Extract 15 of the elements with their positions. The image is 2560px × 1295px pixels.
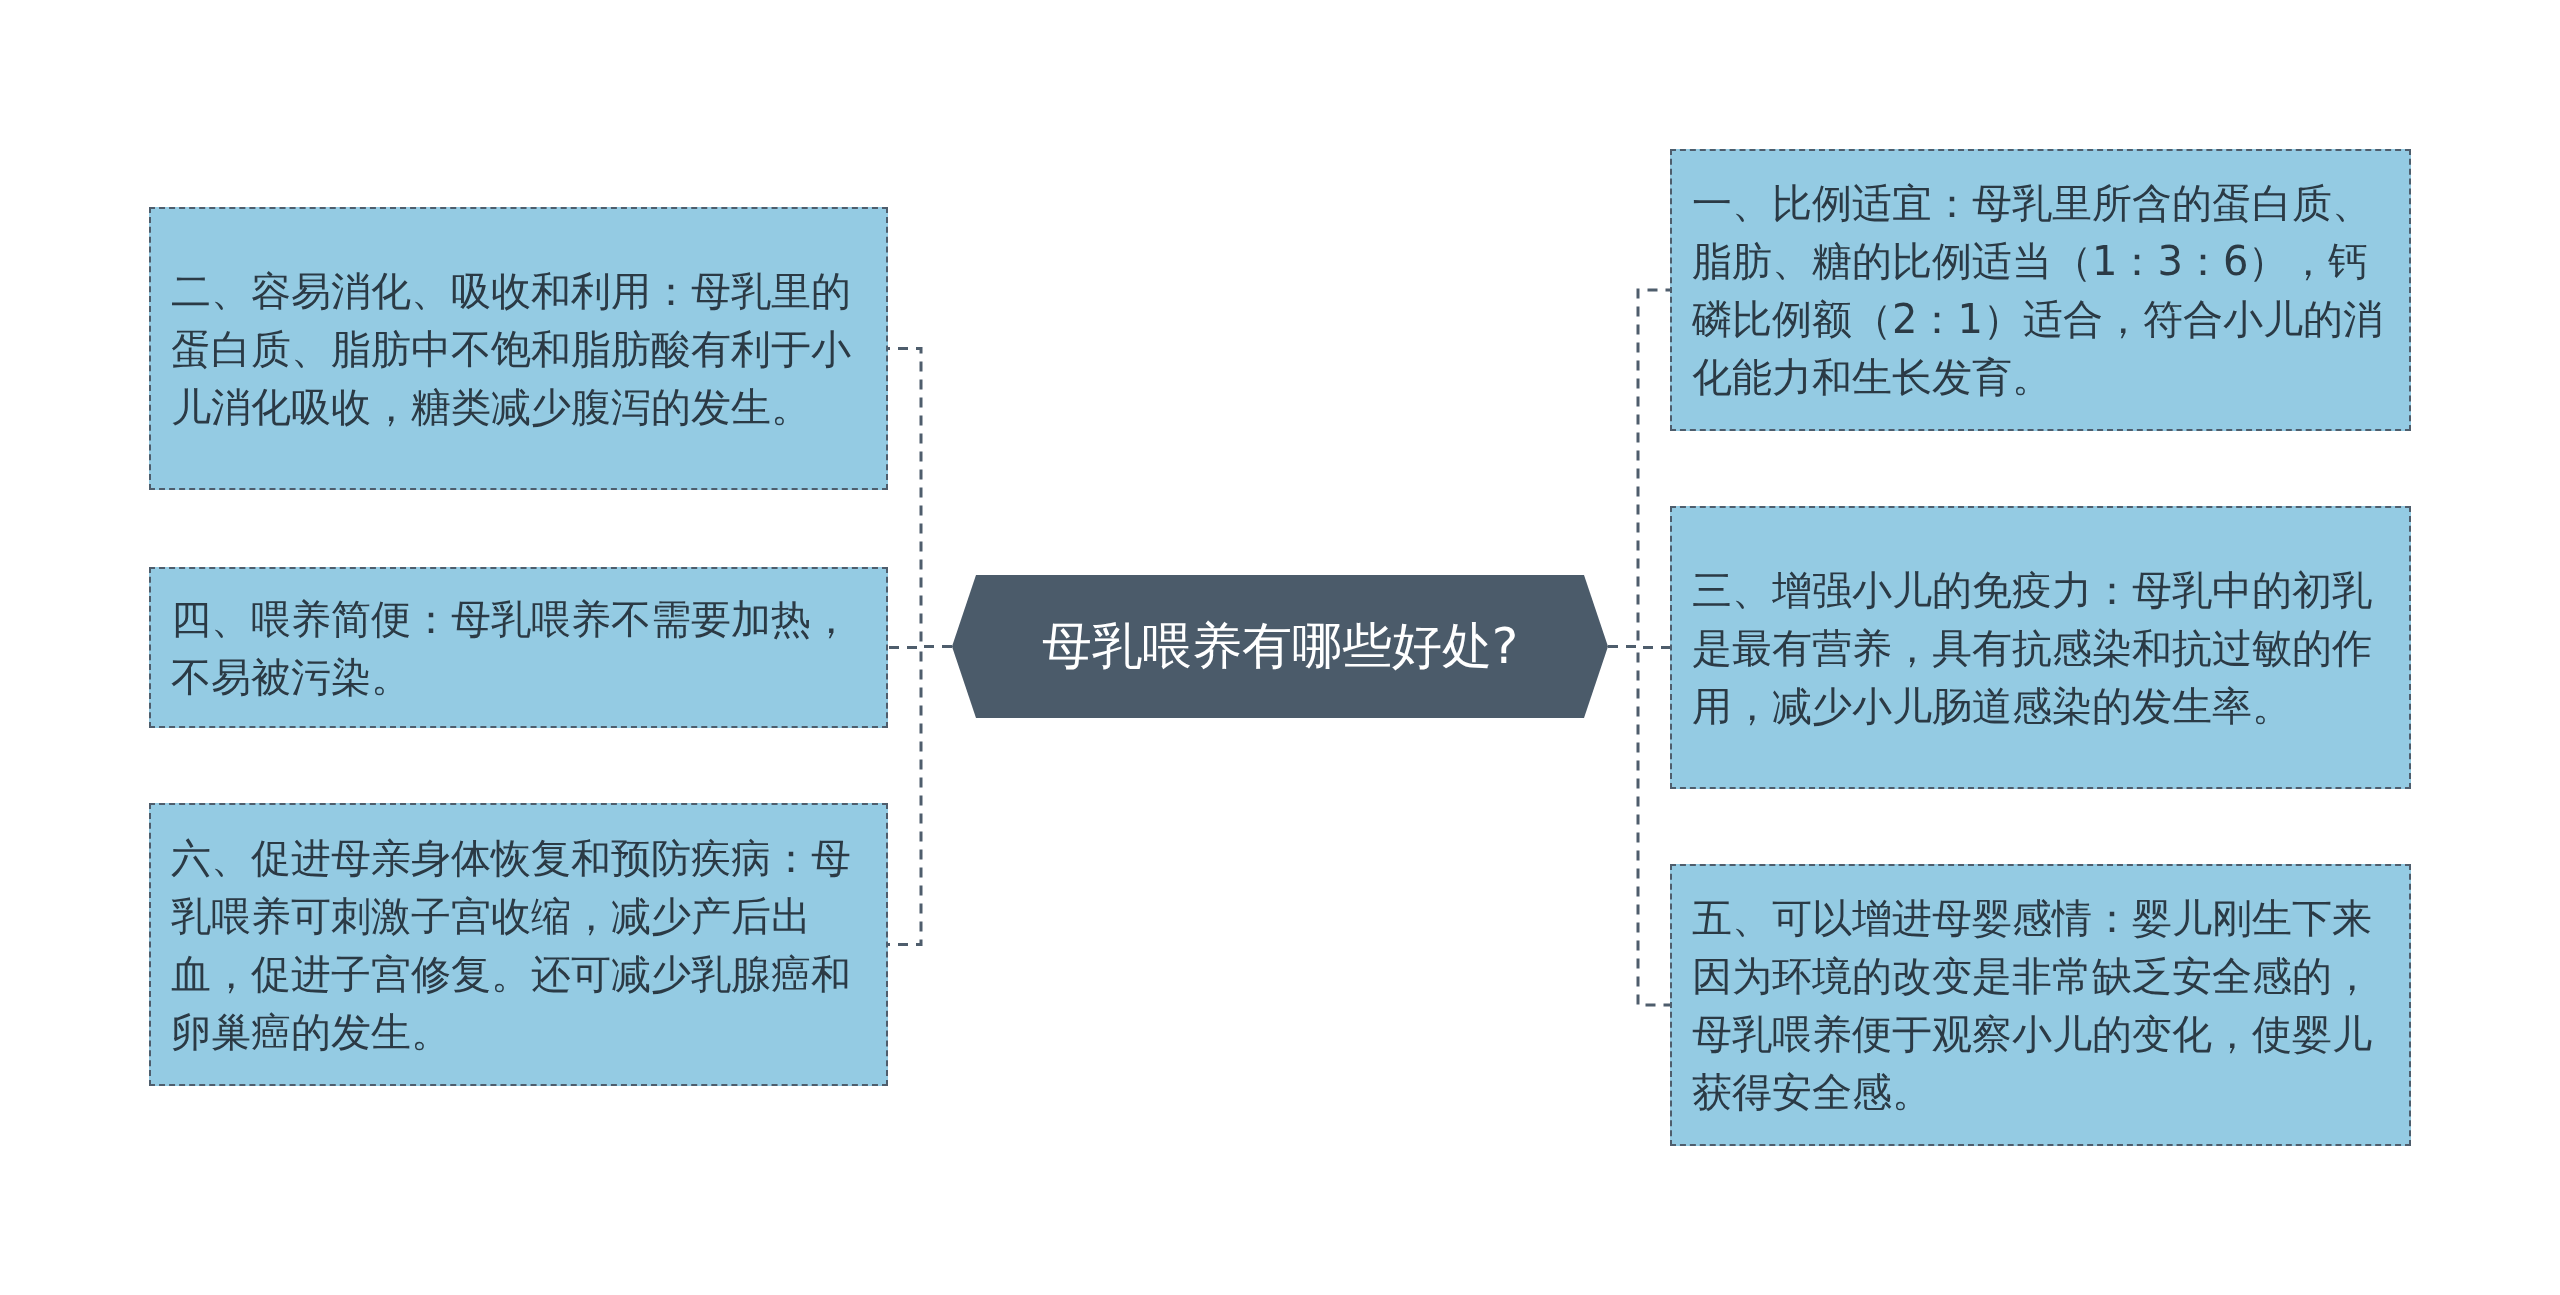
- topic-text: 一、比例适宜：母乳里所含的蛋白质、脂肪、糖的比例适当（1：3：6），钙磷比例额（2：1）适合，符合小儿的消化能力和生长发育。: [1692, 179, 2384, 402]
- topic-text: 二、容易消化、吸收和利用：母乳里的蛋白质、脂肪中不饱和脂肪酸有利于小儿消化吸收，糖类减少腹泻的发生。: [171, 266, 852, 432]
- topic-box: [149, 567, 888, 728]
- topic-text: 五、可以增进母婴感情：婴儿刚生下来因为环境的改变是非常缺乏安全感的，母乳喂养便于观察小儿的变化，使婴儿获得安全感。: [1692, 894, 2373, 1117]
- topic-text: 三、增强小儿的免疫力：母乳中的初乳是最有营养，具有抗感染和抗过敏的作用，减少小儿肠道感染的发生率。: [1692, 565, 2373, 731]
- topic-box: [1670, 864, 2411, 1146]
- central-topic-hexagon: [952, 575, 1608, 718]
- topic-text: 四、喂养简便：母乳喂养不需要加热，不易被污染。: [171, 594, 852, 702]
- connector-line: [1608, 645, 1670, 1007]
- topic-box: [149, 207, 888, 490]
- central-topic-text: 母乳喂养有哪些好处?: [1041, 616, 1519, 678]
- topic-box: [1670, 149, 2411, 431]
- topic-box: [1670, 506, 2411, 789]
- topic-box: [149, 803, 888, 1086]
- topic-text: 六、促进母亲身体恢复和预防疾病：母乳喂养可刺激子宫收缩，减少产后出血，促进子宫修复。还可减少乳腺癌和卵巢癌的发生。: [171, 833, 852, 1057]
